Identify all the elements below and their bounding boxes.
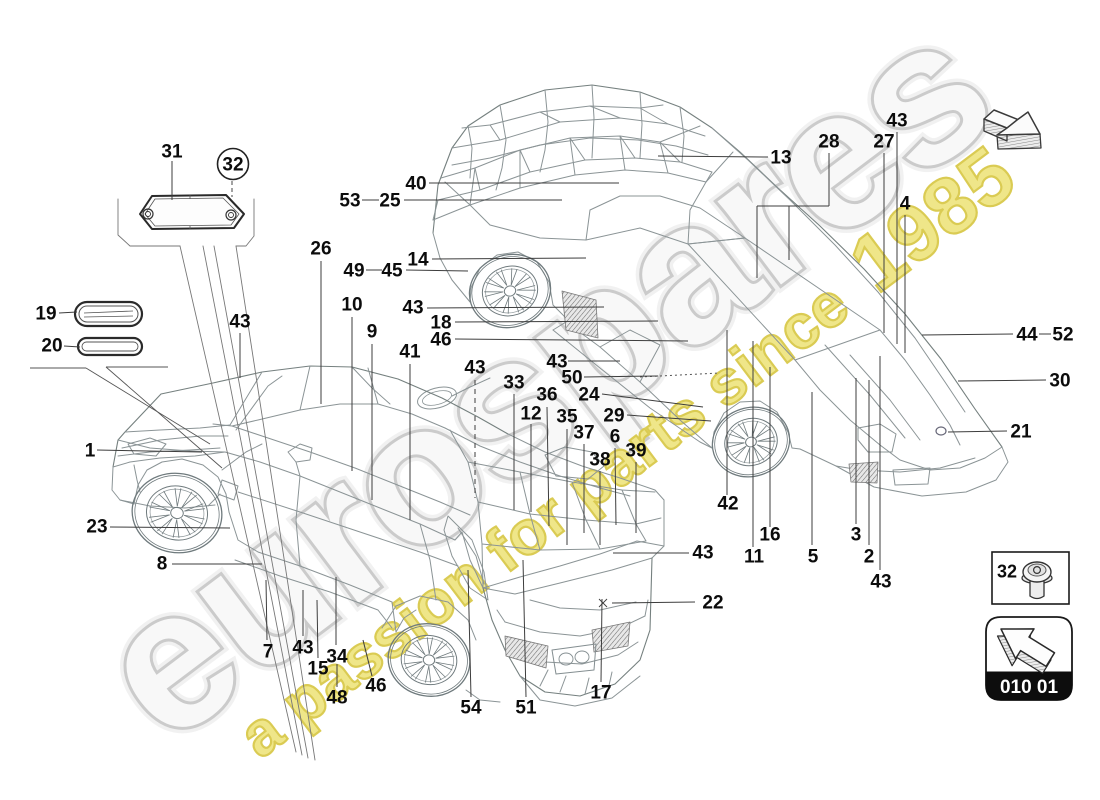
svg-text:37: 37 — [573, 423, 594, 444]
svg-text:1: 1 — [85, 441, 96, 462]
svg-text:12: 12 — [520, 404, 541, 425]
svg-text:32: 32 — [222, 155, 243, 176]
svg-text:4: 4 — [900, 194, 911, 215]
svg-text:33: 33 — [503, 373, 524, 394]
svg-text:43: 43 — [870, 572, 891, 593]
svg-text:35: 35 — [556, 407, 578, 428]
svg-text:50: 50 — [561, 368, 582, 389]
svg-text:41: 41 — [399, 342, 421, 363]
svg-text:15: 15 — [307, 659, 329, 680]
svg-text:9: 9 — [367, 322, 378, 343]
svg-text:43: 43 — [464, 358, 485, 379]
svg-text:49: 49 — [343, 261, 364, 282]
svg-text:7: 7 — [263, 642, 274, 663]
svg-text:53: 53 — [339, 191, 360, 212]
svg-text:2: 2 — [864, 547, 875, 568]
svg-text:27: 27 — [873, 132, 894, 153]
svg-text:43: 43 — [692, 543, 713, 564]
svg-text:40: 40 — [405, 174, 426, 195]
svg-text:46: 46 — [365, 676, 386, 697]
svg-text:10: 10 — [341, 295, 362, 316]
svg-text:6: 6 — [610, 427, 621, 448]
svg-text:17: 17 — [590, 683, 611, 704]
svg-text:31: 31 — [161, 142, 183, 163]
svg-text:32: 32 — [997, 562, 1017, 582]
svg-text:3: 3 — [851, 525, 862, 546]
svg-text:39: 39 — [625, 441, 646, 462]
svg-text:21: 21 — [1010, 422, 1032, 443]
svg-text:010 01: 010 01 — [1000, 677, 1059, 698]
svg-text:43: 43 — [292, 638, 313, 659]
svg-text:13: 13 — [770, 148, 791, 169]
svg-text:44: 44 — [1016, 325, 1038, 346]
svg-text:29: 29 — [603, 406, 624, 427]
svg-text:43: 43 — [229, 312, 250, 333]
svg-text:38: 38 — [589, 450, 610, 471]
svg-text:42: 42 — [717, 494, 738, 515]
svg-text:16: 16 — [759, 525, 780, 546]
svg-text:48: 48 — [326, 688, 347, 709]
svg-text:19: 19 — [35, 304, 56, 325]
svg-text:22: 22 — [702, 593, 723, 614]
svg-text:14: 14 — [407, 250, 429, 271]
svg-text:30: 30 — [1049, 371, 1070, 392]
svg-text:5: 5 — [808, 547, 819, 568]
svg-text:43: 43 — [546, 352, 567, 373]
svg-text:34: 34 — [326, 647, 348, 668]
svg-text:24: 24 — [578, 385, 600, 406]
svg-text:43: 43 — [402, 298, 423, 319]
svg-text:18: 18 — [430, 313, 451, 334]
svg-text:43: 43 — [886, 111, 907, 132]
svg-text:51: 51 — [515, 698, 537, 719]
svg-text:54: 54 — [460, 698, 482, 719]
svg-text:36: 36 — [536, 385, 557, 406]
svg-text:8: 8 — [157, 554, 168, 575]
svg-text:23: 23 — [86, 517, 107, 538]
svg-text:11: 11 — [744, 547, 765, 568]
svg-text:20: 20 — [41, 336, 62, 357]
svg-text:52: 52 — [1052, 325, 1073, 346]
svg-text:26: 26 — [310, 239, 331, 260]
svg-text:46: 46 — [430, 330, 451, 351]
svg-text:45: 45 — [381, 261, 403, 282]
svg-text:28: 28 — [818, 132, 839, 153]
svg-text:25: 25 — [379, 191, 401, 212]
